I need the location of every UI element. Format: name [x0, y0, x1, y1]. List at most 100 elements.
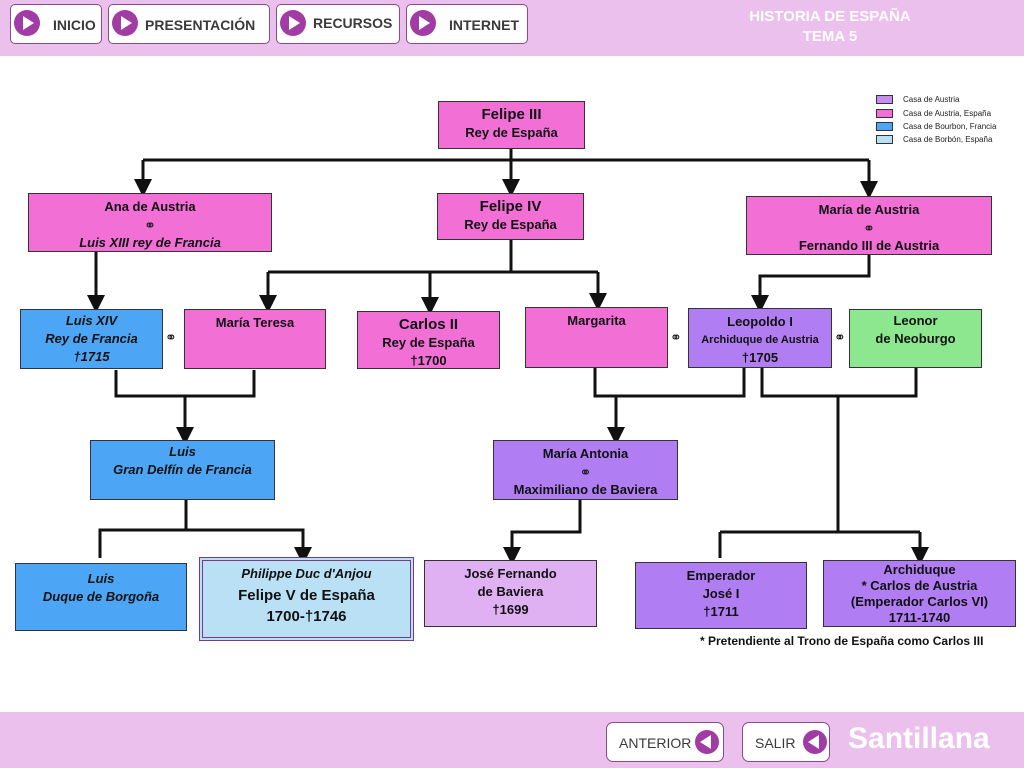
- node-felipe3-name: Felipe III: [481, 106, 542, 123]
- node-maria-teresa: María Teresa: [184, 309, 326, 369]
- node-leonor-line2: de Neoburgo: [875, 331, 956, 346]
- node-carlos-arch-line2: * Carlos de Austria: [861, 578, 978, 593]
- node-jose-fernando: José Fernando de Baviera †1699: [424, 560, 597, 627]
- node-jose1-line3: †1711: [703, 604, 739, 619]
- node-gran-delfin-line2: Gran Delfín de Francia: [113, 462, 252, 477]
- node-carlos2-title: Rey de España: [382, 335, 475, 350]
- node-felipe3: Felipe III Rey de España: [438, 101, 585, 149]
- santillana-logo: Santillana: [848, 722, 990, 755]
- node-gran-delfin: Luis Gran Delfín de Francia: [90, 440, 275, 500]
- node-maria-antonia-name: María Antonia: [542, 446, 629, 461]
- node-jose-fernando-line1: José Fernando: [464, 566, 557, 581]
- node-leopoldo-name: Leopoldo I: [727, 314, 793, 329]
- connector-maria-austria-leopoldo: [751, 255, 871, 313]
- legend-label-casa-bourbon-francia: Casa de Bourbon, Francia: [903, 122, 997, 131]
- node-margarita: Margarita: [525, 307, 668, 368]
- legend-swatch-casa-austria-espana: [876, 109, 893, 118]
- page-title: HISTORIA DE ESPAÑA TEMA 5: [714, 7, 946, 47]
- connector-delfin-children: [98, 500, 303, 558]
- nav-presentacion-button[interactable]: PRESENTACIÓN: [108, 4, 270, 44]
- marriage-rings-icon: ⚭: [579, 464, 592, 480]
- legend-swatch-casa-borbon-espana: [876, 135, 893, 144]
- node-luis14-line3: †1715: [73, 349, 110, 364]
- connector-mariaantonia-josefernando: [503, 500, 582, 565]
- connector-felipe3-children: [143, 149, 869, 162]
- anterior-button[interactable]: ANTERIOR: [606, 722, 724, 762]
- pretender-note: * Pretendiente al Trono de España como C…: [700, 634, 984, 648]
- node-luis14-line1: Luis XIV: [65, 313, 118, 328]
- node-luis-borgona: Luis Duque de Borgoña: [15, 563, 187, 631]
- node-felipe4-name: Felipe IV: [479, 198, 542, 215]
- marriage-rings-icon: ⚭: [834, 329, 846, 345]
- back-arrow-icon: [695, 730, 719, 754]
- node-luis14-line2: Rey de Francia: [45, 331, 138, 346]
- node-jose-fernando-line3: †1699: [492, 602, 529, 617]
- node-maria-antonia-spouse: Maximiliano de Baviera: [513, 482, 658, 497]
- node-jose1-line1: Emperador: [686, 568, 756, 583]
- node-carlos-arch-line4: 1711-1740: [888, 610, 951, 625]
- connector-leopoldo-leonor: [760, 368, 918, 532]
- node-carlos-arch-line1: Archiduque: [883, 562, 956, 577]
- connector-felipe4-children: [268, 240, 598, 274]
- node-felipe5: Philippe Duc d'Anjou Felipe V de España …: [199, 557, 414, 641]
- legend-label-casa-borbon-espana: Casa de Borbón, España: [903, 135, 993, 144]
- node-felipe4-title: Rey de España: [464, 217, 557, 232]
- page-title-line2: TEMA 5: [802, 28, 858, 45]
- node-maria-austria-name: María de Austria: [818, 202, 920, 217]
- node-carlos-arch-line3: (Emperador Carlos VI): [850, 594, 989, 609]
- node-jose-fernando-line2: de Baviera: [477, 584, 544, 599]
- node-felipe4: Felipe IV Rey de España: [437, 193, 584, 240]
- node-leopoldo-date: †1705: [741, 350, 779, 365]
- node-gran-delfin-line1: Luis: [169, 444, 196, 459]
- node-ana-name: Ana de Austria: [104, 199, 196, 214]
- node-leopoldo1: Leopoldo I Archiduque de Austria †1705: [688, 308, 832, 368]
- node-carlos2-date: †1700: [410, 353, 447, 368]
- nav-recursos-label: RECURSOS: [313, 15, 393, 31]
- connector-luis14-mariateresa: [114, 370, 256, 436]
- page-title-line1: HISTORIA DE ESPAÑA: [749, 8, 911, 25]
- play-icon: [410, 10, 436, 36]
- anterior-label: ANTERIOR: [619, 735, 692, 751]
- node-margarita-name: Margarita: [567, 313, 626, 328]
- legend-swatch-casa-bourbon-francia: [876, 122, 893, 131]
- node-ana-de-austria: Ana de Austria ⚭ Luis XIII rey de Franci…: [28, 193, 272, 252]
- node-felipe5-line2: Felipe V de España: [238, 587, 375, 604]
- node-carlos2: Carlos II Rey de España †1700: [357, 311, 500, 369]
- node-archiduque-carlos: Archiduque * Carlos de Austria (Emperado…: [823, 560, 1016, 627]
- legend-label-casa-austria-espana: Casa de Austria, España: [903, 109, 992, 118]
- nav-inicio-button[interactable]: INICIO: [10, 4, 102, 44]
- node-luis-borgona-line2: Duque de Borgoña: [42, 589, 160, 604]
- legend-swatch-casa-austria: [876, 95, 893, 104]
- connector-leonor-children: [718, 530, 920, 558]
- nav-presentacion-label: PRESENTACIÓN: [145, 17, 256, 33]
- salir-button[interactable]: SALIR: [742, 722, 830, 762]
- play-icon: [280, 10, 306, 36]
- node-luis14: Luis XIV Rey de Francia †1715: [20, 309, 163, 369]
- node-maria-de-austria: María de Austria ⚭ Fernando III de Austr…: [746, 196, 992, 255]
- marriage-rings-icon: ⚭: [165, 329, 177, 345]
- node-carlos2-name: Carlos II: [398, 316, 459, 333]
- node-leonor-de-neoburgo: Leonor de Neoburgo: [849, 309, 982, 368]
- node-felipe5-line3: 1700-†1746: [266, 608, 347, 625]
- node-felipe3-title: Rey de España: [465, 125, 558, 140]
- node-jose1: Emperador José I †1711: [635, 562, 807, 629]
- node-ana-spouse: Luis XIII rey de Francia: [79, 235, 221, 250]
- node-luis-borgona-line1: Luis: [87, 571, 115, 586]
- footer-bar: [0, 712, 1024, 768]
- marriage-rings-icon: ⚭: [670, 329, 682, 345]
- legend-label-casa-austria: Casa de Austria: [903, 95, 960, 104]
- node-maria-teresa-name: María Teresa: [215, 315, 295, 330]
- nav-recursos-button[interactable]: RECURSOS: [276, 4, 400, 44]
- node-jose1-line2: José I: [702, 586, 740, 601]
- nav-internet-label: INTERNET: [449, 17, 519, 33]
- node-felipe5-line1: Philippe Duc d'Anjou: [241, 566, 372, 581]
- node-leopoldo-title: Archiduque de Austria: [701, 334, 819, 346]
- nav-inicio-label: INICIO: [53, 17, 96, 33]
- marriage-rings-icon: ⚭: [863, 220, 875, 236]
- play-icon: [112, 10, 138, 36]
- marriage-rings-icon: ⚭: [144, 217, 156, 233]
- nav-internet-button[interactable]: INTERNET: [406, 4, 528, 44]
- node-leonor-line1: Leonor: [893, 313, 938, 328]
- back-arrow-icon: [803, 730, 827, 754]
